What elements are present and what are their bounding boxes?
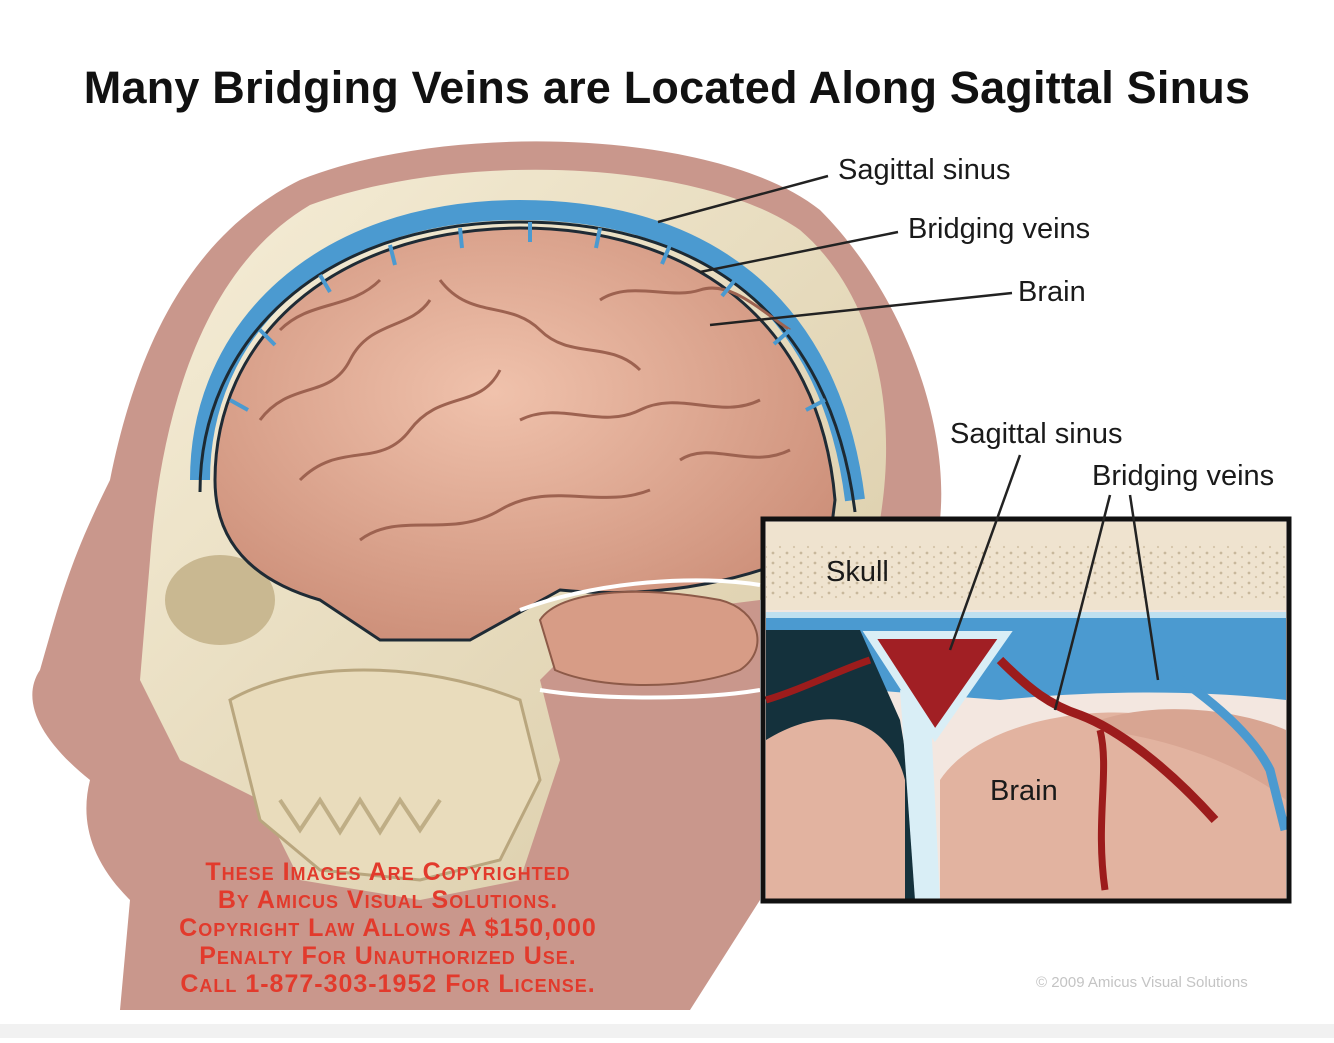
label-sagittal-sinus: Sagittal sinus bbox=[838, 154, 1011, 186]
inset-label-sagittal-sinus: Sagittal sinus bbox=[950, 418, 1123, 450]
label-bridging-veins: Bridging veins bbox=[908, 213, 1091, 245]
main-leader-lines bbox=[657, 174, 1013, 327]
watermark-line: Call 1-877-303-1952 For License. bbox=[180, 970, 596, 998]
page-title: Many Bridging Veins are Located Along Sa… bbox=[83, 62, 1251, 113]
credit-text: © 2009 Amicus Visual Solutions bbox=[1036, 974, 1248, 991]
watermark-line: By Amicus Visual Solutions. bbox=[217, 886, 559, 914]
watermark-line: These Images Are Copyrighted bbox=[205, 858, 571, 886]
teeth bbox=[278, 796, 442, 836]
eye-socket bbox=[165, 555, 275, 645]
label-brain: Brain bbox=[1018, 276, 1086, 308]
watermark-line: Penalty For Unauthorized Use. bbox=[199, 942, 577, 970]
sagittal-sinus-band bbox=[190, 199, 865, 502]
cerebellum bbox=[538, 590, 759, 686]
bridging-vein-ticks bbox=[229, 222, 826, 412]
watermark-line: Copyright Law Allows A $150,000 bbox=[179, 914, 597, 942]
jaw bbox=[228, 668, 542, 882]
inset-leader-lines bbox=[948, 454, 1160, 711]
inset-label-bridging-veins: Bridging veins bbox=[1092, 460, 1275, 492]
inset-detail bbox=[760, 516, 1292, 904]
bottom-bar bbox=[0, 1024, 1334, 1038]
inset-label-skull: Skull bbox=[826, 556, 889, 588]
brain-gyri bbox=[258, 278, 791, 542]
inset-label-brain: Brain bbox=[990, 775, 1058, 807]
copyright-watermark: These Images Are Copyrighted By Amicus V… bbox=[108, 858, 668, 998]
